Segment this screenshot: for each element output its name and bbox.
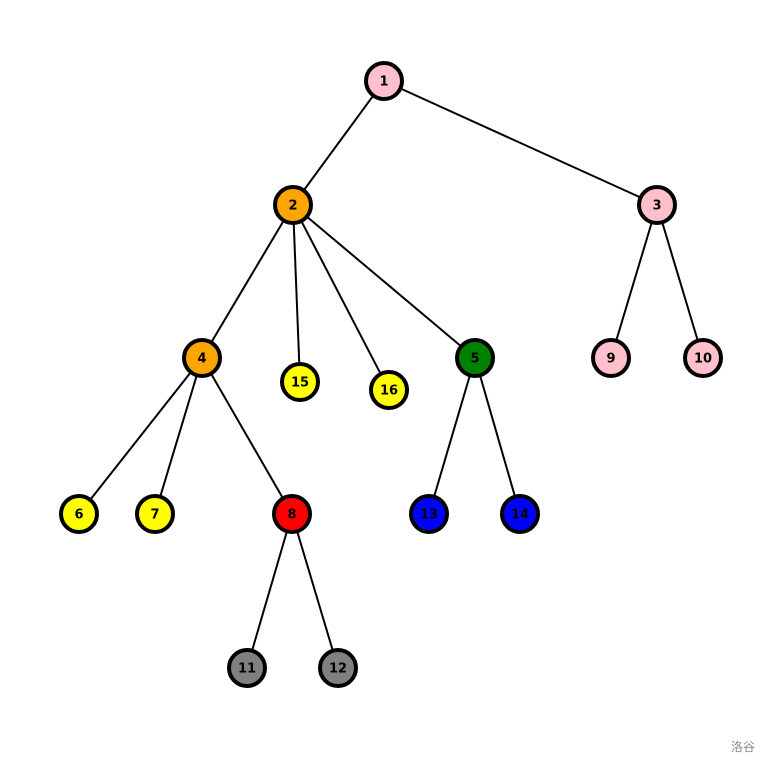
edge-2-5 [292, 204, 476, 359]
node-10: 10 [683, 338, 723, 378]
node-label: 3 [652, 199, 661, 214]
node-label: 16 [380, 384, 398, 399]
node-label: 15 [291, 376, 309, 391]
edge-2-15 [292, 204, 301, 383]
node-3: 3 [637, 185, 677, 225]
watermark: 洛谷 [730, 740, 755, 754]
node-14: 14 [500, 494, 540, 534]
node-label: 9 [606, 352, 615, 367]
node-1: 1 [364, 61, 404, 101]
node-circle [455, 338, 495, 378]
node-circle [227, 648, 267, 688]
node-circle [135, 494, 175, 534]
node-label: 4 [197, 352, 206, 367]
node-8: 8 [272, 494, 312, 534]
node-circle [182, 338, 222, 378]
node-label: 10 [694, 352, 712, 367]
node-circle [318, 648, 358, 688]
node-circle [364, 61, 404, 101]
node-6: 6 [59, 494, 99, 534]
node-label: 5 [470, 352, 479, 367]
node-label: 13 [420, 508, 438, 523]
node-12: 12 [318, 648, 358, 688]
node-circle [591, 338, 631, 378]
node-label: 6 [74, 508, 83, 523]
node-15: 15 [280, 362, 320, 402]
edge-3-9 [610, 204, 658, 359]
edge-5-13 [428, 357, 476, 515]
edge-8-11 [246, 513, 293, 669]
node-13: 13 [409, 494, 449, 534]
node-2: 2 [273, 185, 313, 225]
edge-4-6 [78, 357, 203, 515]
node-5: 5 [455, 338, 495, 378]
node-4: 4 [182, 338, 222, 378]
node-label: 8 [287, 508, 296, 523]
node-circle [637, 185, 677, 225]
node-circle [409, 494, 449, 534]
node-label: 7 [150, 508, 159, 523]
edge-3-10 [656, 204, 704, 359]
node-label: 12 [329, 662, 347, 677]
node-16: 16 [369, 370, 409, 410]
edge-5-14 [474, 357, 521, 515]
node-circle [500, 494, 540, 534]
node-circle [273, 185, 313, 225]
node-circle [280, 362, 320, 402]
edges-layer [78, 80, 704, 669]
node-7: 7 [135, 494, 175, 534]
node-label: 14 [511, 508, 529, 523]
edge-1-3 [383, 80, 658, 206]
node-circle [683, 338, 723, 378]
edge-4-7 [154, 357, 203, 515]
node-label: 2 [288, 199, 297, 214]
node-label: 11 [238, 662, 256, 677]
edge-1-2 [292, 80, 385, 206]
node-11: 11 [227, 648, 267, 688]
edge-2-4 [201, 204, 294, 359]
edge-4-8 [201, 357, 293, 515]
node-circle [59, 494, 99, 534]
node-label: 1 [379, 75, 388, 90]
edge-8-12 [291, 513, 339, 669]
node-circle [272, 494, 312, 534]
node-9: 9 [591, 338, 631, 378]
node-circle [369, 370, 409, 410]
edge-2-16 [292, 204, 390, 391]
